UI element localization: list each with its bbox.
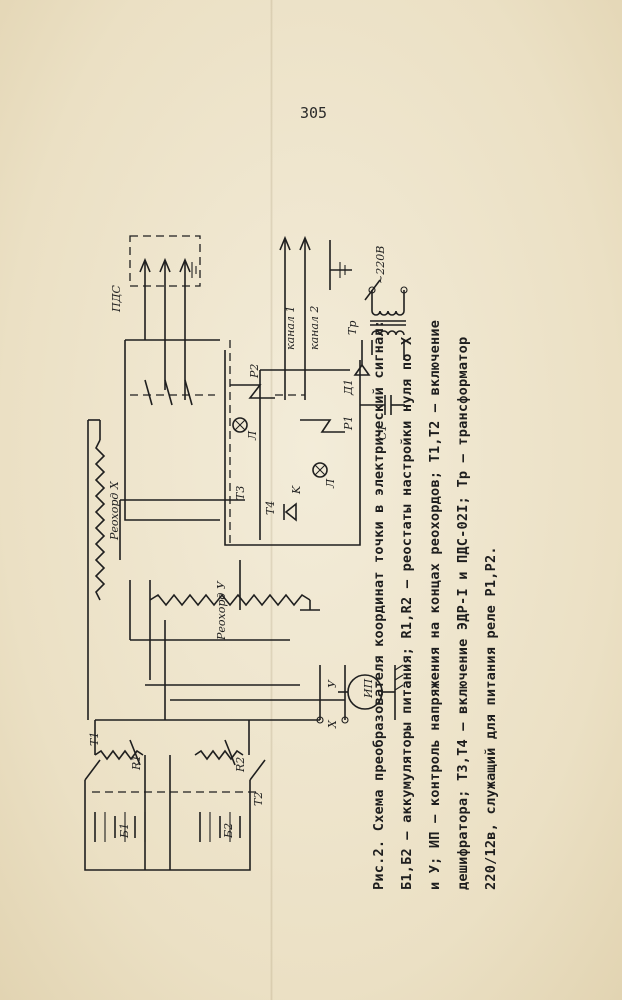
label-r1: R1: [130, 755, 143, 771]
battery-rail: [84, 828, 251, 871]
label-p2: P2: [248, 364, 261, 379]
transformer-tr: [370, 290, 406, 360]
pds-arrow-2: [159, 257, 171, 273]
switch-t1: [84, 759, 101, 781]
label-p1: P1: [342, 416, 355, 431]
rheochord-y: [149, 593, 311, 607]
channel-1-arrow: [279, 235, 291, 251]
label-tr: Tр: [346, 321, 359, 335]
diode-k: [284, 502, 297, 522]
label-channel-2: канал 2: [308, 306, 321, 350]
label-rheochord-x: Реохорд Х: [108, 480, 121, 541]
page-fold: [270, 0, 273, 1000]
label-r2: R2: [234, 757, 247, 773]
lamp-2: [312, 462, 328, 478]
caption-line-2: Б1,Б2 – аккумуляторы питания; R1,R2 – ре…: [399, 336, 415, 890]
label-b1: Б1: [118, 823, 131, 839]
lamp-1: [232, 417, 248, 433]
diode-d1: [353, 363, 371, 376]
label-b2: Б2: [222, 823, 235, 839]
label-ip: ИП: [362, 678, 375, 699]
channel-2-arrow: [299, 235, 311, 251]
figure-caption: Рис.2. Схема преобразователя координат т…: [365, 190, 505, 890]
label-t4: T4: [264, 501, 277, 515]
page-number: 305: [300, 104, 328, 122]
terminal-220-b: [400, 286, 408, 294]
pds-arrow-3: [179, 257, 191, 273]
label-lamp-1: Л: [246, 430, 259, 441]
caption-line-1: Рис.2. Схема преобразователя координат т…: [371, 319, 387, 890]
label-c1: C1: [376, 425, 389, 440]
rheochord-x: [94, 439, 106, 601]
pds-arrow-1: [139, 257, 151, 273]
bus-left: [124, 340, 220, 521]
label-channel-1: канал 1: [284, 306, 297, 350]
label-t2: T2: [252, 792, 265, 806]
label-y: У: [326, 679, 339, 688]
label-rheochord-y: Реохорд У: [215, 580, 228, 641]
terminal-220-a: [368, 286, 376, 294]
label-t1: T1: [88, 732, 101, 746]
relay-p1: [300, 419, 345, 433]
caption-line-3: и У; ИП – контроль напряжения на концах …: [427, 319, 443, 890]
label-d1: Д1: [342, 379, 355, 396]
battery-b1: [94, 812, 146, 842]
rheostat-r2: [194, 749, 244, 761]
pds-box: [129, 235, 201, 287]
switch-t11: [249, 759, 266, 781]
relay-p2: [230, 384, 275, 399]
caption-line-4: дешифратора; T3,T4 – включение ЭДР-I и П…: [455, 336, 471, 890]
label-voltage: ~220В: [374, 246, 387, 284]
label-lamp-2: Л: [324, 478, 337, 489]
label-x: X: [326, 719, 339, 729]
label-t3: T3: [234, 486, 247, 500]
label-pds: ПДС: [110, 284, 123, 313]
logic-box: [224, 350, 361, 546]
caption-line-5: 220/12в, служащий для питания реле P1,P2…: [483, 546, 499, 890]
label-k: K: [290, 485, 303, 495]
battery-b2: [199, 812, 241, 842]
